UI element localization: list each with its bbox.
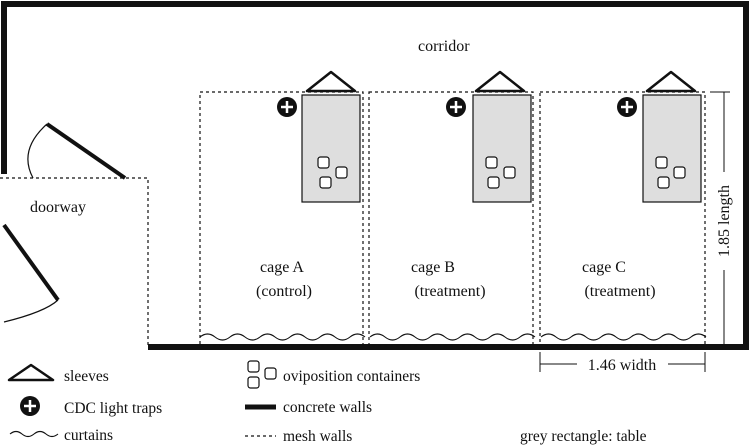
cage-name: cage A (260, 259, 304, 276)
cage-group: (control) (256, 283, 312, 300)
cdc-light-trap-legend-icon (20, 396, 40, 416)
cage-a: cage A (control) (199, 70, 366, 347)
sleeve-icon (305, 70, 357, 93)
legend-sleeves: sleeves (64, 368, 109, 385)
cage-group: (treatment) (414, 283, 485, 300)
cage-c: cage C (treatment) (539, 70, 707, 347)
doorway-label: doorway (30, 199, 86, 216)
cage-group: (treatment) (584, 283, 655, 300)
oviposition-legend-icon (247, 360, 277, 389)
curtain-icon (369, 333, 536, 341)
sleeves-legend-icon (7, 363, 55, 382)
cage-mesh-walls (199, 91, 364, 347)
cdc-light-trap-icon (277, 97, 297, 117)
oviposition-containers-icon (485, 156, 516, 189)
cage-mesh-walls (368, 91, 534, 347)
curtain-icon (540, 333, 707, 341)
legend: sleeves CDC light traps curtains oviposi… (7, 360, 647, 445)
cage-mesh-walls (539, 91, 706, 347)
cage-b: cage B (treatment) (368, 70, 536, 347)
width-label: 1.46 width (588, 357, 656, 374)
doorway-area: doorway (0, 122, 149, 347)
length-dimension: 1.85 length (710, 91, 733, 347)
legend-table-note: grey rectangle: table (520, 428, 647, 445)
curtains-legend-icon (9, 430, 59, 438)
legend-light-traps: CDC light traps (64, 400, 162, 417)
cage-name: cage C (582, 259, 626, 276)
corridor-label: corridor (418, 38, 470, 55)
table (642, 94, 702, 203)
door-swing-lower (3, 299, 59, 323)
door-swing-upper (27, 123, 48, 179)
width-dimension: 1.46 width (539, 352, 706, 374)
legend-concrete: concrete walls (283, 399, 372, 416)
cdc-light-trap-icon (446, 97, 466, 117)
oviposition-containers-icon (655, 156, 686, 189)
length-label: 1.85 length (716, 185, 733, 257)
legend-curtains: curtains (64, 427, 113, 444)
door-leaf-lower (2, 223, 60, 302)
sleeve-icon (474, 70, 526, 93)
oviposition-containers-icon (317, 156, 348, 189)
door-leaf-upper (45, 122, 127, 180)
legend-mesh: mesh walls (283, 428, 352, 445)
sleeve-icon (645, 70, 697, 93)
curtain-icon (199, 333, 366, 341)
table (472, 94, 532, 203)
cage-name: cage B (411, 259, 455, 276)
cdc-light-trap-icon (617, 97, 637, 117)
concrete-walls (1, 1, 749, 350)
legend-oviposition: oviposition containers (283, 368, 420, 385)
